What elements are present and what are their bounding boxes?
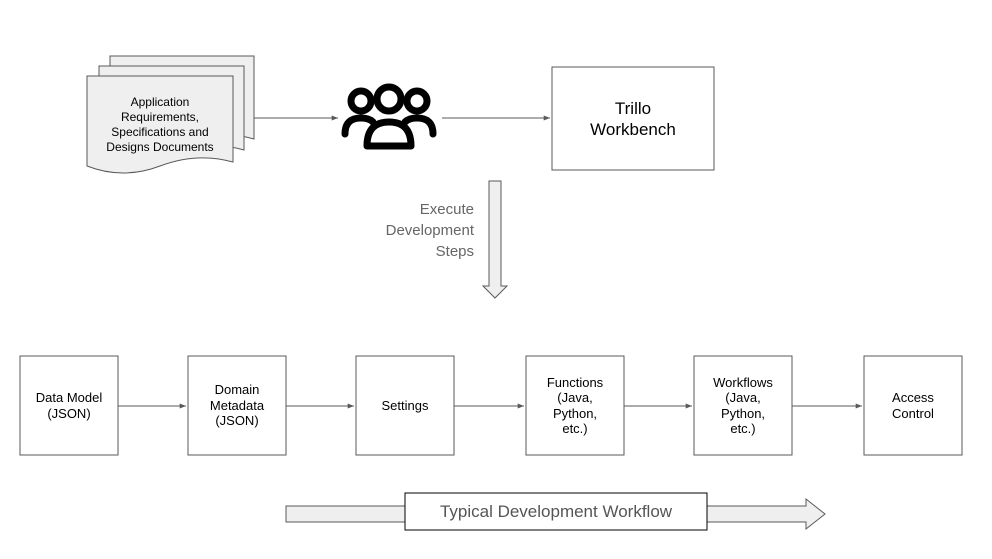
workbench-label: Trillo Workbench	[590, 99, 676, 139]
step-label-domain-metadata: Domain Metadata (JSON)	[209, 382, 265, 429]
execute-steps-label: Execute Development Steps	[385, 200, 474, 260]
step-label-functions: Functions (Java, Python, etc.)	[546, 374, 604, 437]
execute-down-arrow	[481, 180, 509, 299]
step-box-functions	[525, 355, 625, 456]
document-stack-icon	[86, 55, 255, 174]
people-group-icon	[341, 83, 437, 150]
step-label-workflows: Workflows (Java, Python, etc.)	[713, 374, 773, 437]
step-box-settings	[355, 355, 455, 456]
workflow-label-box	[404, 492, 708, 531]
documents-label: Application Requirements, Specifications…	[106, 95, 214, 154]
step-box-domain-metadata	[187, 355, 287, 456]
step-box-access-control	[863, 355, 963, 456]
workflow-label: Typical Development Workflow	[439, 501, 673, 521]
step-box-data-model	[19, 355, 119, 456]
step-label-access-control: Access Control	[892, 390, 934, 421]
step-label-data-model: Data Model (JSON)	[35, 390, 103, 421]
step-box-workflows	[693, 355, 793, 456]
workbench-box	[551, 66, 715, 171]
step-label-settings: Settings	[381, 397, 429, 413]
